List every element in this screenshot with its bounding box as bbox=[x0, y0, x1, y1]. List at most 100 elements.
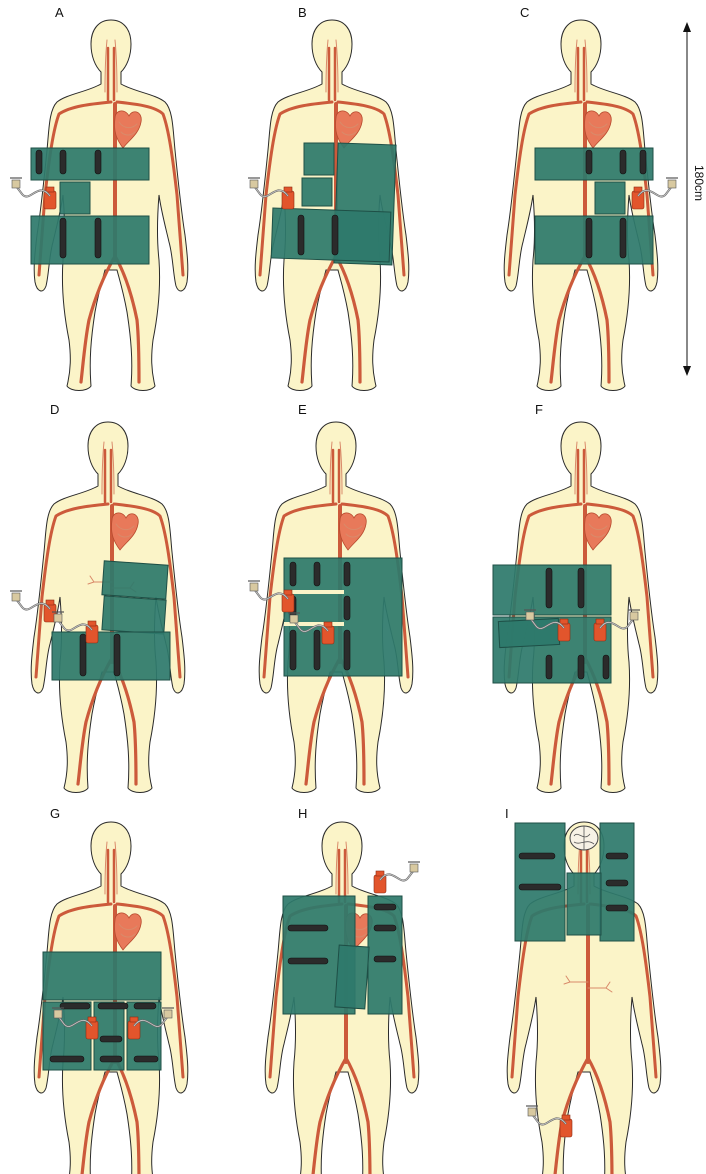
pad-slot bbox=[578, 568, 584, 608]
pad-slot bbox=[314, 630, 320, 670]
luer-connector bbox=[290, 615, 298, 623]
luer-connector bbox=[250, 180, 258, 188]
cannula-clamp bbox=[282, 594, 294, 612]
cannula-h bbox=[374, 862, 420, 893]
pad-slot bbox=[60, 218, 66, 258]
cannula-hub bbox=[130, 1017, 138, 1022]
luer-connector bbox=[54, 1010, 62, 1018]
pad-h-right bbox=[368, 896, 402, 1014]
pad-e-main bbox=[284, 558, 402, 676]
height-scale: 180cm bbox=[683, 22, 706, 376]
pad-slot bbox=[288, 958, 328, 964]
pad-a-upper bbox=[31, 148, 149, 180]
cannula-clamp bbox=[282, 191, 294, 209]
pad-b-top bbox=[304, 143, 334, 175]
luer-connector bbox=[528, 1108, 536, 1116]
panel-i bbox=[507, 822, 661, 1174]
cannula-clamp bbox=[632, 191, 644, 209]
panel-c bbox=[504, 20, 678, 391]
pad-d-upper bbox=[102, 561, 168, 599]
cannula-clamp bbox=[86, 1021, 98, 1039]
pad-a-insert bbox=[60, 182, 90, 214]
luer-connector bbox=[12, 180, 20, 188]
cannula-hub bbox=[562, 1115, 570, 1120]
pad-i-center bbox=[567, 873, 601, 935]
cannula-hub bbox=[284, 187, 292, 192]
luer-connector bbox=[410, 864, 418, 872]
pad-slot bbox=[134, 1003, 156, 1009]
figure-a bbox=[34, 20, 188, 391]
cannula-hub bbox=[560, 619, 568, 624]
pad-slot bbox=[50, 1056, 84, 1062]
pad-slot bbox=[578, 655, 584, 679]
cannula-clamp bbox=[86, 625, 98, 643]
luer-connector bbox=[12, 593, 20, 601]
cannula-hub bbox=[376, 871, 384, 876]
cannula-clamp bbox=[560, 1119, 572, 1137]
pad-c-upper bbox=[535, 148, 653, 180]
pad-slot bbox=[60, 1003, 90, 1009]
panel-label-a: A bbox=[55, 5, 64, 20]
pad-slot bbox=[546, 655, 552, 679]
panel-label-f: F bbox=[535, 402, 543, 417]
pad-slot bbox=[586, 150, 592, 174]
human-body-icon bbox=[34, 20, 188, 391]
pad-d-lower bbox=[52, 632, 170, 680]
pad-slot bbox=[344, 630, 350, 670]
arrow-head-bottom bbox=[683, 366, 691, 376]
pad-a-lower bbox=[31, 216, 149, 264]
luer-connector bbox=[630, 612, 638, 620]
pad-slot bbox=[314, 562, 320, 586]
luer-connector bbox=[668, 180, 676, 188]
pad-g-upper bbox=[43, 952, 161, 1000]
pad-slot bbox=[546, 568, 552, 608]
panel-a bbox=[10, 20, 188, 391]
cannula-clamp bbox=[322, 626, 334, 644]
pad-slot bbox=[606, 880, 628, 886]
pad-slot bbox=[344, 596, 350, 620]
panel-label-b: B bbox=[298, 5, 307, 20]
pad-slot bbox=[620, 218, 626, 258]
panel-label-i: I bbox=[505, 806, 509, 821]
pad-b-mid bbox=[302, 178, 332, 206]
pad-slot bbox=[36, 150, 42, 174]
panel-label-d: D bbox=[50, 402, 59, 417]
pad-b-lower bbox=[271, 208, 391, 262]
pad-slot bbox=[298, 215, 304, 255]
pad-slot bbox=[606, 853, 628, 859]
pad-slot bbox=[80, 634, 86, 676]
cannula-clamp bbox=[558, 623, 570, 641]
cannula-clamp bbox=[374, 875, 386, 893]
panel-d bbox=[10, 422, 185, 793]
panel-f bbox=[493, 422, 658, 793]
cannula-hub bbox=[46, 600, 54, 605]
pad-c-lower bbox=[535, 216, 653, 264]
pad-slot bbox=[374, 904, 396, 910]
pad-slot bbox=[290, 630, 296, 670]
pad-slot bbox=[60, 150, 66, 174]
panel-label-e: E bbox=[298, 402, 307, 417]
pad-i-left bbox=[515, 823, 565, 941]
pad-slot bbox=[100, 1056, 122, 1062]
pad-slot bbox=[586, 218, 592, 258]
pad-d-mid bbox=[102, 596, 166, 634]
pad-slot bbox=[603, 655, 609, 679]
panel-label-h: H bbox=[298, 806, 307, 821]
pad-h-center bbox=[335, 945, 369, 1009]
scale-label: 180cm bbox=[692, 165, 706, 201]
pad-slot bbox=[100, 1036, 122, 1042]
pad-slot bbox=[95, 218, 101, 258]
pad-slot bbox=[288, 925, 328, 931]
pad-slot bbox=[606, 905, 628, 911]
pad-slot bbox=[290, 562, 296, 586]
pad-slot bbox=[620, 150, 626, 174]
cannula-hub bbox=[46, 187, 54, 192]
luer-connector bbox=[526, 612, 534, 620]
panel-b bbox=[248, 20, 409, 391]
panel-h bbox=[265, 822, 420, 1174]
cannula-hub bbox=[88, 1017, 96, 1022]
pad-slot bbox=[98, 1003, 128, 1009]
luer-connector bbox=[54, 614, 62, 622]
cannula-hub bbox=[596, 619, 604, 624]
panel-g bbox=[34, 822, 188, 1174]
